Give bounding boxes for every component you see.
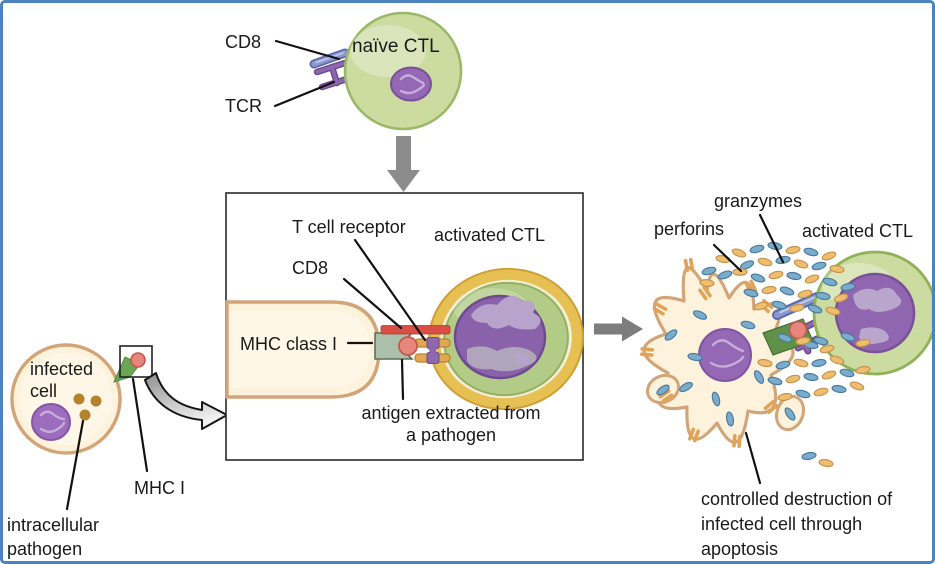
naive-ctl-label: naïve CTL — [352, 36, 440, 57]
naive-ctl-cell — [273, 11, 463, 131]
cd8-top-pointer — [274, 39, 341, 61]
pathogen-pointer — [65, 419, 85, 511]
cd8-label-top: CD8 — [225, 32, 262, 52]
infected-cell-label: infected cell — [30, 359, 94, 401]
cd8-label-box: CD8 — [292, 258, 329, 278]
tcr-top-pointer — [273, 80, 336, 108]
diagram-stage: CD8 TCR naïve CTL infected cell MHC I in… — [3, 3, 932, 561]
activated-ctl-right-cell — [772, 250, 932, 376]
diagram-svg — [10, 11, 932, 511]
cd8-box-pointer — [342, 277, 403, 330]
mhc1-pointer — [131, 377, 149, 473]
right-arrow — [594, 316, 643, 342]
intracellular-pathogens — [73, 393, 102, 421]
tcr-ladder — [414, 337, 451, 364]
infected-cell — [10, 343, 153, 511]
antigen-extracted-label: antigen extracted from a pathogen — [361, 403, 541, 445]
mhc1-label: MHC I — [134, 478, 185, 498]
magnify-arrow — [144, 372, 228, 430]
detail-box — [225, 192, 584, 461]
antigen-dot — [130, 352, 146, 368]
apoptosis-caption: controlled destruction of infected cell … — [701, 489, 893, 559]
activated-ctl-right-nucleus — [834, 272, 916, 354]
perforins-label: perforins — [654, 219, 725, 239]
activated-ctl-label-right: activated CTL — [802, 221, 914, 241]
activated-ctl-label-box: activated CTL — [434, 225, 546, 245]
apoptosis-pointer — [744, 431, 762, 485]
perforin-particles — [699, 245, 871, 468]
naive-ctl-nucleus — [390, 66, 432, 102]
antigen-dot-right — [788, 320, 808, 340]
t-cell-receptor-label: T cell receptor — [292, 217, 406, 237]
activated-ctl-cell — [428, 267, 584, 411]
mhc-class1-label: MHC class I — [240, 334, 338, 354]
granzymes-pointer — [758, 213, 785, 264]
infected-cell-nucleus — [31, 403, 71, 441]
cd8-receptor — [309, 48, 350, 69]
tcr-label-top: TCR — [225, 96, 262, 116]
antigen-pointer — [400, 358, 405, 401]
dying-cell-nucleus — [698, 328, 752, 382]
intracellular-pathogen-label: intracellular pathogen — [7, 515, 100, 559]
activated-ctl-nucleus — [453, 294, 547, 380]
antigen-dot-box — [398, 336, 418, 356]
zoom-box-outline — [119, 345, 153, 378]
perforins-pointer — [712, 243, 743, 273]
down-arrow — [387, 136, 420, 192]
granzymes-label: granzymes — [714, 191, 803, 211]
tcellreceptor-pointer — [353, 238, 427, 342]
killing-scene — [639, 213, 932, 485]
